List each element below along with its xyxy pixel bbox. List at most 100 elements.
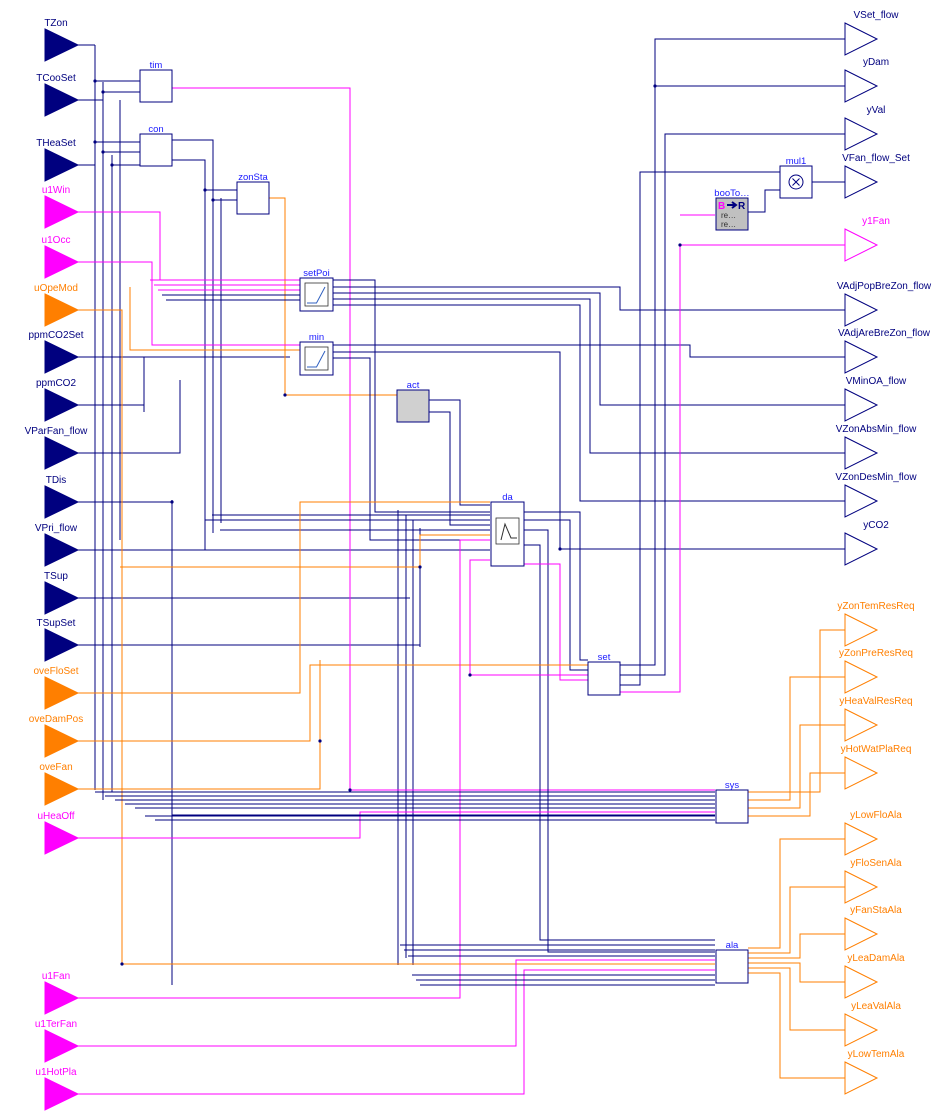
output-VSet_flow[interactable]: VSet_flow <box>844 10 899 56</box>
block-label: setPoi <box>303 268 329 279</box>
input-TCooSet[interactable]: TCooSet <box>36 73 80 117</box>
junction-dot <box>120 962 124 966</box>
block-label: con <box>148 124 163 135</box>
input-ppmCO2[interactable]: ppmCO2 <box>36 378 80 422</box>
output-VZonDesMin_flow[interactable]: VZonDesMin_flow <box>835 472 917 518</box>
input-triangle-icon <box>44 581 80 615</box>
output-yLowFloAla[interactable]: yLowFloAla <box>844 810 902 856</box>
input-ppmCO2Set[interactable]: ppmCO2Set <box>28 330 84 374</box>
output-VAdjPopBreZon_flow[interactable]: VAdjPopBreZon_flow <box>837 281 932 327</box>
output-VFan_flow_Set[interactable]: VFan_flow_Set <box>842 153 910 199</box>
wire <box>748 629 845 793</box>
input-triangle-icon <box>44 340 80 374</box>
wire <box>172 87 715 791</box>
wire <box>620 171 780 686</box>
block-min[interactable]: min <box>299 332 334 376</box>
input-triangle-icon <box>44 28 80 62</box>
output-triangle-icon <box>844 532 879 566</box>
block-zonSta[interactable]: zonSta <box>236 172 270 215</box>
output-label: yLeaDamAla <box>847 953 905 964</box>
input-uHeaOff[interactable]: uHeaOff <box>37 811 80 855</box>
input-label: oveDamPos <box>29 714 83 725</box>
output-triangle-icon <box>844 756 879 790</box>
output-label: yFanStaAla <box>850 905 902 916</box>
input-u1TerFan[interactable]: u1TerFan <box>35 1019 80 1063</box>
block-dam[interactable]: da <box>490 492 525 567</box>
wire <box>524 544 715 941</box>
output-label: yFloSenAla <box>850 858 902 869</box>
wire <box>333 351 845 550</box>
output-VZonAbsMin_flow[interactable]: VZonAbsMin_flow <box>836 424 917 470</box>
block-body <box>715 197 749 231</box>
block-sys[interactable]: sys <box>715 780 749 824</box>
block-set[interactable]: set <box>587 652 621 696</box>
output-label: yLeaValAla <box>851 1001 901 1012</box>
wire <box>172 159 237 191</box>
output-yLeaDamAla[interactable]: yLeaDamAla <box>844 953 905 999</box>
input-VParFan_flow[interactable]: VParFan_flow <box>25 426 89 470</box>
input-TSupSet[interactable]: TSupSet <box>37 618 80 662</box>
input-u1Win[interactable]: u1Win <box>42 185 80 229</box>
input-oveFloSet[interactable]: oveFloSet <box>33 666 80 710</box>
input-VPri_flow[interactable]: VPri_flow <box>35 523 80 567</box>
output-yZonPreResReq[interactable]: yZonPreResReq <box>839 648 913 694</box>
output-yCO2[interactable]: yCO2 <box>844 520 889 566</box>
wire <box>748 967 845 1031</box>
wire <box>524 563 588 681</box>
block-mul1[interactable]: mul1 <box>779 156 813 199</box>
output-yHotWatPlaReq[interactable]: yHotWatPlaReq <box>841 744 912 790</box>
output-yDam[interactable]: yDam <box>844 57 889 103</box>
block-tim[interactable]: tim <box>139 60 173 103</box>
wire <box>78 309 715 965</box>
junction-dot <box>468 673 472 677</box>
input-triangle-icon <box>44 148 80 182</box>
block-act[interactable]: act <box>396 380 430 423</box>
output-yFloSenAla[interactable]: yFloSenAla <box>844 858 902 904</box>
block-ala[interactable]: ala <box>715 940 749 984</box>
wire <box>129 287 300 351</box>
output-yVal[interactable]: yVal <box>844 105 885 151</box>
wire <box>524 519 588 671</box>
output-label: yDam <box>863 57 889 68</box>
input-triangle-icon <box>44 83 80 117</box>
output-yFanStaAla[interactable]: yFanStaAla <box>844 905 902 951</box>
input-uOpeMod[interactable]: uOpeMod <box>34 283 80 327</box>
junction-dot <box>418 565 422 569</box>
output-label: y1Fan <box>862 216 890 227</box>
input-label: u1TerFan <box>35 1019 77 1030</box>
wire <box>748 886 845 954</box>
input-u1Occ[interactable]: u1Occ <box>42 235 80 279</box>
wire <box>78 811 715 839</box>
output-label: yLowTemAla <box>848 1049 905 1060</box>
input-triangle-icon <box>44 724 80 758</box>
block-con[interactable]: con <box>139 124 173 167</box>
input-u1Fan[interactable]: u1Fan <box>42 971 80 1015</box>
wire <box>748 189 780 213</box>
input-triangle-icon <box>44 533 80 567</box>
input-oveDamPos[interactable]: oveDamPos <box>29 714 83 758</box>
output-y1Fan[interactable]: y1Fan <box>844 216 890 262</box>
blocks: tim con zonSta setPoi min act da set sys ala mul1 b… <box>139 60 813 984</box>
input-THeaSet[interactable]: THeaSet <box>36 138 80 182</box>
output-VMinOA_flow[interactable]: VMinOA_flow <box>844 376 907 422</box>
input-oveFan[interactable]: oveFan <box>39 762 80 806</box>
output-yLowTemAla[interactable]: yLowTemAla <box>844 1049 905 1095</box>
block-setPoi[interactable]: setPoi <box>299 268 334 312</box>
wire <box>78 664 588 742</box>
output-triangle-icon <box>844 388 879 422</box>
output-label: VSet_flow <box>853 10 899 21</box>
input-u1HotPla[interactable]: u1HotPla <box>35 1067 80 1111</box>
output-yZonTemResReq[interactable]: yZonTemResReq <box>837 601 915 647</box>
output-triangle-icon <box>844 484 879 518</box>
wire <box>524 529 715 953</box>
input-TDis[interactable]: TDis <box>44 475 80 519</box>
input-TZon[interactable]: TZon <box>44 18 80 62</box>
wire <box>78 969 715 1095</box>
wire <box>78 261 300 346</box>
output-yLeaValAla[interactable]: yLeaValAla <box>844 1001 901 1047</box>
input-TSup[interactable]: TSup <box>44 571 80 615</box>
output-yHeaValResReq[interactable]: yHeaValResReq <box>839 696 913 742</box>
output-VAdjAreBreZon_flow[interactable]: VAdjAreBreZon_flow <box>838 328 931 374</box>
output-label: yLowFloAla <box>850 810 902 821</box>
